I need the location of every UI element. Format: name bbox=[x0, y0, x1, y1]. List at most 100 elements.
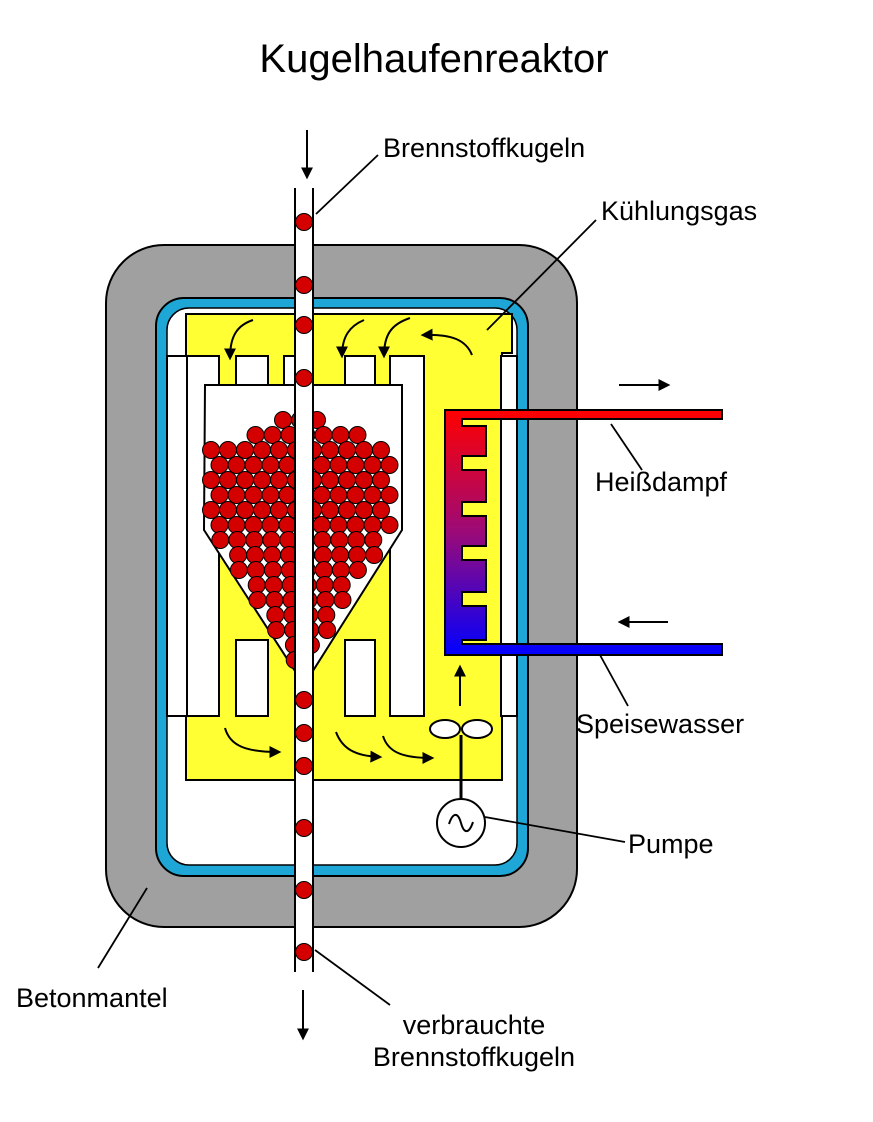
fuel-pebble bbox=[202, 501, 220, 519]
fuel-pebble bbox=[317, 606, 336, 624]
pipe-pebble bbox=[295, 819, 313, 837]
fuel-pebble bbox=[265, 591, 284, 609]
fuel-pebble bbox=[348, 561, 367, 579]
fuel-pebble bbox=[338, 501, 356, 519]
fuel-pebble bbox=[210, 516, 229, 534]
fuel-pebble bbox=[380, 516, 399, 534]
fuel-pebble bbox=[314, 546, 333, 564]
fuel-pebble bbox=[329, 486, 348, 504]
fuel-pipe bbox=[295, 188, 313, 972]
fuel-pebble bbox=[346, 456, 365, 474]
fuel-pebble bbox=[380, 486, 399, 504]
fuel-pebble bbox=[229, 561, 248, 579]
label-feed-water: Speisewasser bbox=[576, 709, 744, 739]
fuel-pebble bbox=[227, 516, 246, 534]
label-pump: Pumpe bbox=[628, 829, 714, 859]
fuel-pebble bbox=[348, 546, 367, 564]
fuel-pebble bbox=[261, 456, 280, 474]
fuel-pebble bbox=[278, 456, 297, 474]
fuel-pebble bbox=[245, 531, 264, 549]
leader-water bbox=[599, 654, 629, 707]
fuel-pebble bbox=[312, 456, 331, 474]
fuel-pebble bbox=[227, 486, 246, 504]
fuel-pebble bbox=[338, 441, 356, 459]
fuel-pebble bbox=[253, 441, 271, 459]
label-spent-fuel-2: Brennstoffkugeln bbox=[373, 1042, 575, 1072]
fuel-pebble bbox=[244, 456, 263, 474]
bottom-block-1 bbox=[235, 639, 269, 717]
fuel-pebble bbox=[321, 501, 339, 519]
fuel-pebble bbox=[312, 516, 331, 534]
diagram-title: Kugelhaufenreaktor bbox=[259, 37, 608, 81]
fuel-pebble bbox=[365, 546, 384, 564]
fuel-pebble bbox=[244, 486, 263, 504]
fuel-pebble bbox=[262, 531, 281, 549]
fuel-pebble bbox=[321, 471, 339, 489]
fuel-pebble bbox=[333, 591, 352, 609]
fuel-pebble bbox=[270, 441, 288, 459]
pump-blade-left bbox=[429, 719, 461, 739]
fuel-pebble bbox=[261, 486, 280, 504]
leader-fuel-in bbox=[315, 154, 379, 215]
label-spent-fuel-1: verbrauchte bbox=[403, 1010, 546, 1040]
fuel-pebble bbox=[346, 486, 365, 504]
flow-arrows bbox=[224, 130, 671, 1041]
fuel-pebble bbox=[355, 501, 373, 519]
label-hot-steam: Heißdampf bbox=[595, 467, 728, 497]
pipe-pebble bbox=[295, 757, 313, 775]
pipe-pebbles bbox=[295, 213, 313, 961]
fuel-pebble bbox=[264, 576, 283, 594]
fuel-pebble bbox=[266, 606, 285, 624]
fuel-pebble bbox=[244, 516, 263, 534]
fuel-pebble bbox=[274, 411, 292, 429]
fuel-pebble bbox=[355, 471, 373, 489]
fuel-pebble bbox=[211, 531, 230, 549]
fuel-pebble bbox=[219, 501, 237, 519]
fuel-pebble bbox=[246, 546, 265, 564]
arrow-coolant-1 bbox=[224, 319, 254, 361]
fuel-pebble bbox=[229, 546, 248, 564]
ac-tilde-icon bbox=[448, 813, 474, 833]
fuel-pebble bbox=[248, 591, 267, 609]
fuel-pebble bbox=[318, 621, 337, 639]
fuel-pebble bbox=[332, 576, 351, 594]
top-block-1 bbox=[235, 355, 269, 387]
fuel-pebble bbox=[263, 546, 282, 564]
arrow-coolant-7 bbox=[382, 735, 435, 764]
pebble-bed bbox=[202, 411, 399, 669]
fuel-pebble bbox=[253, 501, 271, 519]
fuel-pebble bbox=[364, 531, 383, 549]
fuel-pebble bbox=[202, 471, 220, 489]
fuel-pebble bbox=[270, 471, 288, 489]
fuel-pebble bbox=[210, 486, 229, 504]
fuel-pebble bbox=[261, 516, 280, 534]
fuel-pebble bbox=[263, 561, 282, 579]
leader-steam bbox=[610, 423, 643, 471]
fuel-pebble bbox=[314, 561, 333, 579]
fuel-pebble bbox=[331, 546, 350, 564]
pump-blade-right bbox=[461, 719, 493, 739]
fuel-pebble bbox=[253, 471, 271, 489]
fuel-pebble bbox=[210, 456, 229, 474]
fuel-pebble bbox=[330, 531, 349, 549]
label-fuel-in: Brennstoffkugeln bbox=[383, 133, 585, 163]
arrow-coolant-2 bbox=[336, 319, 365, 359]
fuel-pebble bbox=[247, 576, 266, 594]
fuel-pebble bbox=[331, 561, 350, 579]
fuel-pebble bbox=[246, 426, 265, 444]
fuel-pebble bbox=[380, 456, 399, 474]
pipe-pebble bbox=[295, 881, 313, 899]
pipe-pebble bbox=[295, 943, 313, 961]
fuel-pebble bbox=[219, 441, 237, 459]
label-coolant-gas: Kühlungsgas bbox=[601, 196, 757, 226]
fuel-pebble bbox=[363, 516, 382, 534]
fuel-pebble bbox=[236, 441, 254, 459]
fuel-pebble bbox=[348, 426, 367, 444]
pipe-pebble bbox=[295, 691, 313, 709]
fuel-pebble bbox=[312, 486, 331, 504]
leader-pump bbox=[484, 816, 626, 843]
fuel-pebble bbox=[363, 456, 382, 474]
leader-concrete bbox=[97, 887, 148, 969]
arrow-coolant-4 bbox=[420, 328, 473, 356]
